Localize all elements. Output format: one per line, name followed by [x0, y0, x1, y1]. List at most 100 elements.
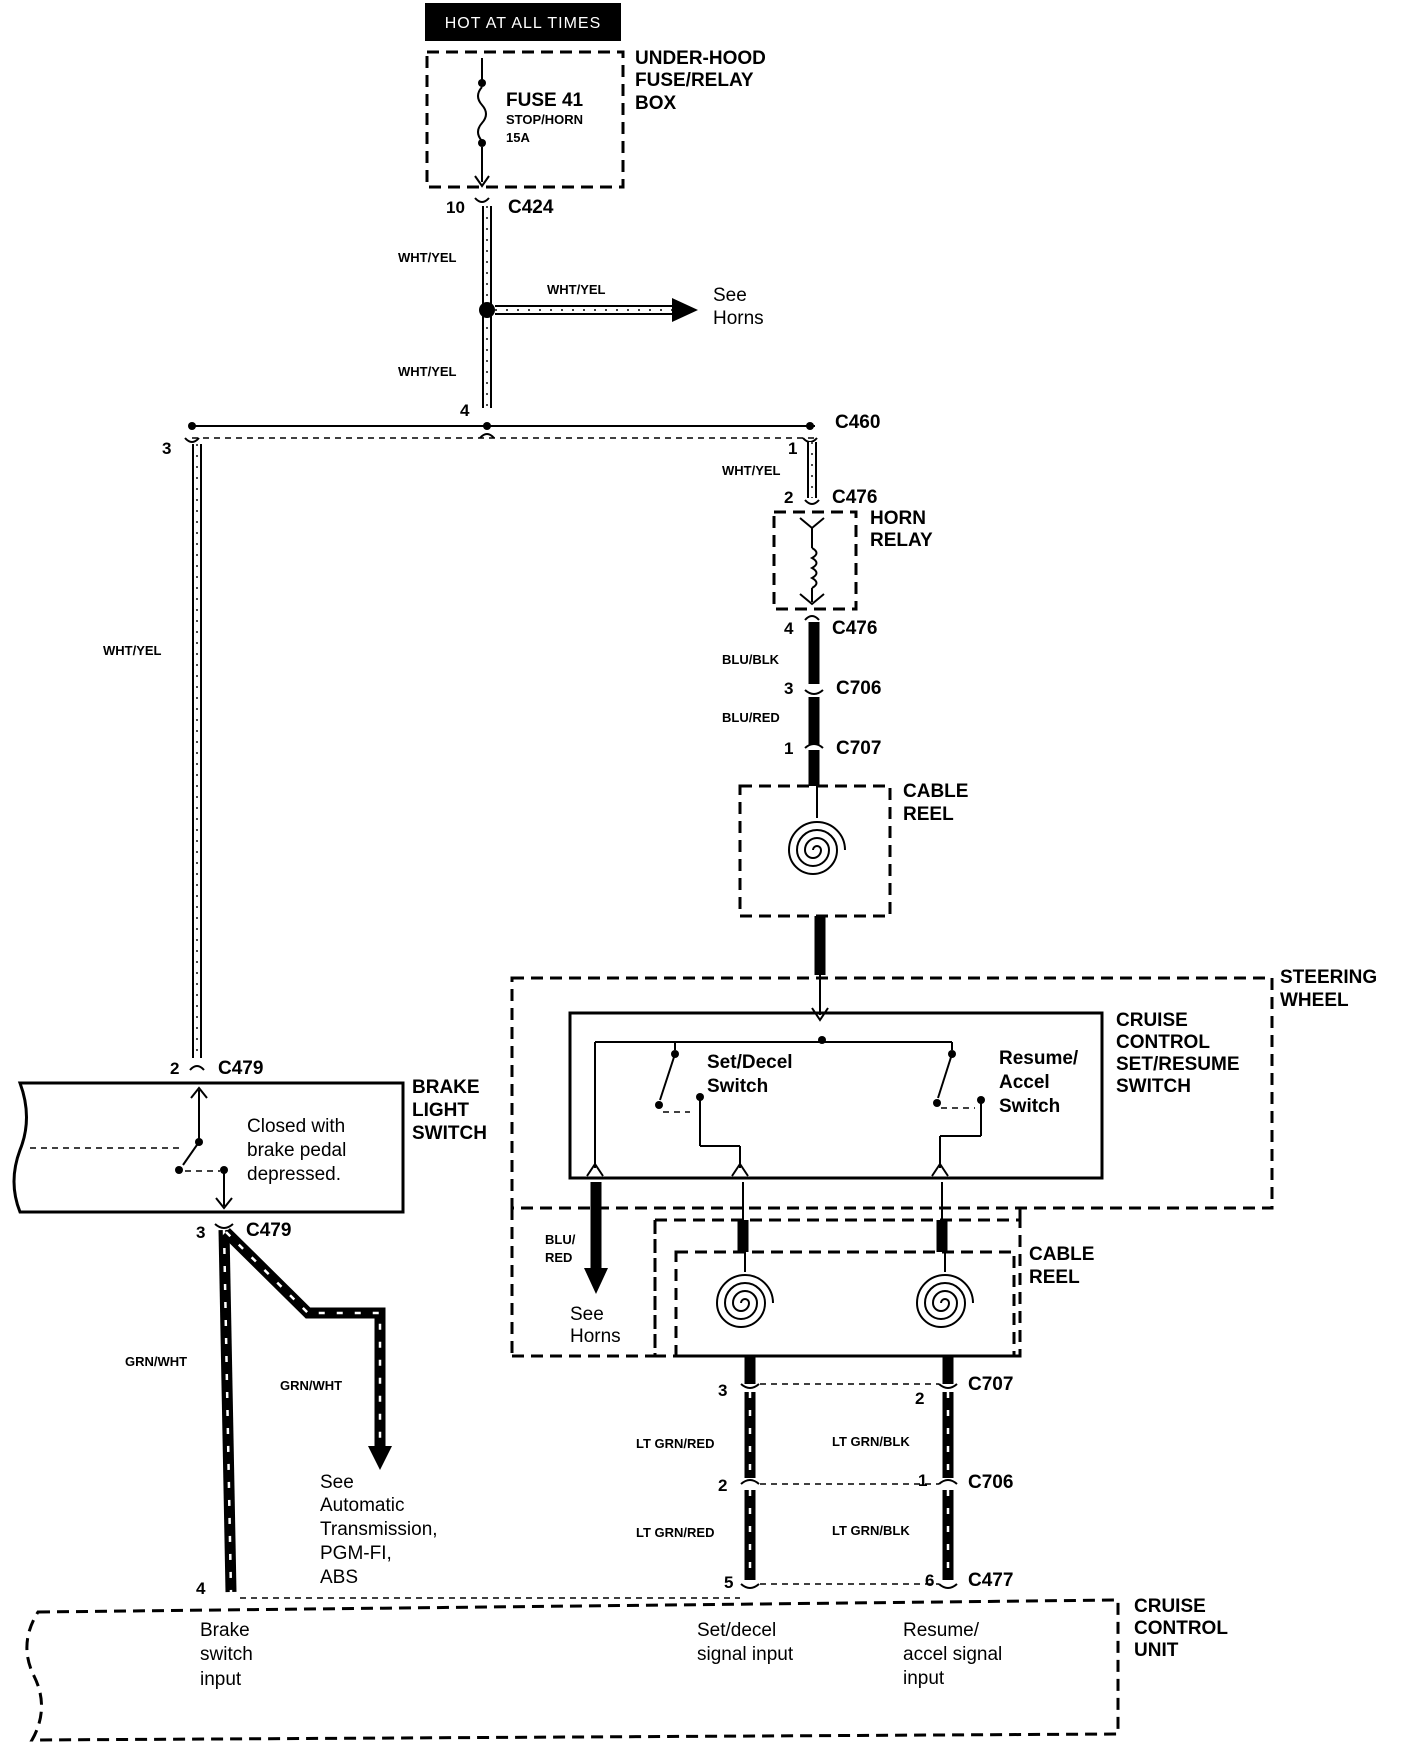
fuse-box-outline [425, 50, 625, 189]
fuse-desc: STOP/HORN [506, 112, 583, 127]
connector-c707-top: C707 [836, 738, 881, 759]
svg-text:input: input [903, 1668, 945, 1689]
pin-3-c460: 3 [162, 439, 171, 458]
svg-text:depressed.: depressed. [247, 1164, 341, 1185]
cable-reel-top-outline [738, 784, 892, 918]
svg-text:Resume/: Resume/ [903, 1620, 980, 1641]
cable-reel-top-label: CABLE REEL [903, 781, 968, 825]
svg-text:Automatic: Automatic [320, 1495, 404, 1516]
svg-text:CONTROL: CONTROL [1134, 1618, 1228, 1639]
pin-4-cruise-unit: 4 [196, 1579, 206, 1598]
cable-reel-top-spiral [787, 786, 846, 875]
svg-text:CRUISE: CRUISE [1134, 1596, 1206, 1617]
steering-wheel-outline [510, 976, 1274, 1210]
svg-text:accel signal: accel signal [903, 1644, 1002, 1665]
wire-grn-wht-main [218, 1229, 237, 1593]
brake-note: Closed with brake pedal depressed. [247, 1116, 346, 1185]
hot-label: HOT AT ALL TIMES [445, 15, 602, 32]
pin-1-c707: 1 [784, 739, 793, 758]
svg-text:UNDER-HOOD: UNDER-HOOD [635, 48, 766, 69]
svg-text:BLU/: BLU/ [545, 1232, 576, 1247]
cruise-switch-internal-wiring [586, 1036, 953, 1177]
connector-c706-top: C706 [836, 678, 881, 699]
connector-c479-top: C479 [218, 1058, 263, 1079]
wire-label-lt-grn-red-1: LT GRN/RED [636, 1436, 714, 1451]
see-horns-lower: See Horns [570, 1304, 621, 1347]
set-decel-label: Set/Decel Switch [707, 1052, 793, 1097]
wire-label-wht-yel-left: WHT/YEL [103, 643, 162, 658]
svg-text:LIGHT: LIGHT [412, 1100, 469, 1121]
wire-label-wht-yel-horns: WHT/YEL [547, 282, 606, 297]
wire-label-lt-grn-red-2: LT GRN/RED [636, 1525, 714, 1540]
wire-label-grn-wht-branch: GRN/WHT [280, 1378, 342, 1393]
pin-2-c479-top: 2 [170, 1059, 179, 1078]
steering-wheel-label: STEERING WHEEL [1280, 967, 1377, 1011]
cable-reel-lower-spiral-left [715, 1252, 774, 1328]
svg-text:Switch: Switch [999, 1096, 1060, 1117]
brake-switch-label: BRAKE LIGHT SWITCH [412, 1077, 487, 1144]
svg-text:SWITCH: SWITCH [1116, 1076, 1191, 1097]
connector-c424: 10 C424 [446, 197, 554, 218]
pin-2-c476: 2 [784, 488, 793, 507]
svg-text:switch: switch [200, 1644, 253, 1665]
svg-text:C424: C424 [508, 197, 554, 218]
svg-text:PGM-FI,: PGM-FI, [320, 1543, 392, 1564]
cable-reel-lower-label: CABLE REEL [1029, 1244, 1094, 1288]
cable-reel-lower-spiral-right [915, 1252, 974, 1328]
svg-text:CABLE: CABLE [1029, 1244, 1094, 1265]
connector-c476-bottom: C476 [832, 618, 877, 639]
connector-c460: C460 [835, 412, 880, 433]
pin-4-c460: 4 [460, 401, 470, 420]
svg-text:REEL: REEL [903, 804, 954, 825]
wire-label-wht-yel-right: WHT/YEL [722, 463, 781, 478]
cable-reel-lower-outer [653, 1218, 1022, 1358]
see-automatic-transmission: See Automatic Transmission, PGM-FI, ABS [320, 1472, 438, 1588]
pin-6-c477: 6 [925, 1571, 934, 1590]
svg-text:input: input [200, 1669, 242, 1690]
pin-1-c460: 1 [788, 439, 797, 458]
svg-text:See: See [713, 285, 747, 306]
svg-text:SWITCH: SWITCH [412, 1123, 487, 1144]
svg-text:RED: RED [545, 1250, 572, 1265]
wire-label-wht-yel-2: WHT/YEL [398, 364, 457, 379]
wire-label-blu-blk: BLU/BLK [722, 652, 780, 667]
fuse-name: FUSE 41 [506, 90, 584, 111]
svg-text:STEERING: STEERING [1280, 967, 1377, 988]
wire-label-lt-grn-blk-1: LT GRN/BLK [832, 1434, 910, 1449]
pin-2-c706: 2 [718, 1476, 727, 1495]
svg-text:BOX: BOX [635, 93, 677, 114]
wire-wht-yel-to-horns [495, 298, 698, 322]
wire-label-blu-red-lower: BLU/ RED [545, 1232, 576, 1265]
horn-relay-label: HORN RELAY [870, 508, 933, 551]
svg-text:Accel: Accel [999, 1072, 1050, 1093]
svg-text:Closed with: Closed with [247, 1116, 345, 1137]
fuse-box-label: UNDER-HOOD FUSE/RELAY BOX [635, 48, 766, 114]
set-decel-switch [655, 1050, 749, 1177]
resume-accel-label: Resume/ Accel Switch [999, 1048, 1079, 1117]
svg-text:RELAY: RELAY [870, 530, 933, 551]
wire-label-blu-red: BLU/RED [722, 710, 780, 725]
pin-3-c706: 3 [784, 679, 793, 698]
connector-c706-lower: C706 [968, 1472, 1013, 1493]
brake-switch-symbol [175, 1086, 233, 1210]
input-set-decel: Set/decel signal input [697, 1620, 794, 1665]
svg-text:Set/decel: Set/decel [697, 1620, 776, 1641]
svg-text:CRUISE: CRUISE [1116, 1010, 1188, 1031]
splice-node [479, 302, 495, 318]
svg-text:Horns: Horns [570, 1326, 621, 1347]
connector-c477: C477 [968, 1570, 1013, 1591]
svg-text:BRAKE: BRAKE [412, 1077, 480, 1098]
connector-c479-bottom: C479 [246, 1220, 291, 1241]
wire-label-grn-wht-main: GRN/WHT [125, 1354, 187, 1369]
horn-relay-coil [799, 517, 825, 606]
wire-label-lt-grn-blk-2: LT GRN/BLK [832, 1523, 910, 1538]
svg-text:See: See [320, 1472, 354, 1493]
resume-accel-switch [931, 1050, 985, 1177]
svg-text:Transmission,: Transmission, [320, 1519, 438, 1540]
svg-text:REEL: REEL [1029, 1267, 1080, 1288]
connector-c707-lower: C707 [968, 1374, 1013, 1395]
pin-2-c707: 2 [915, 1389, 924, 1408]
input-resume-accel: Resume/ accel signal input [903, 1620, 1002, 1689]
svg-text:Switch: Switch [707, 1076, 768, 1097]
